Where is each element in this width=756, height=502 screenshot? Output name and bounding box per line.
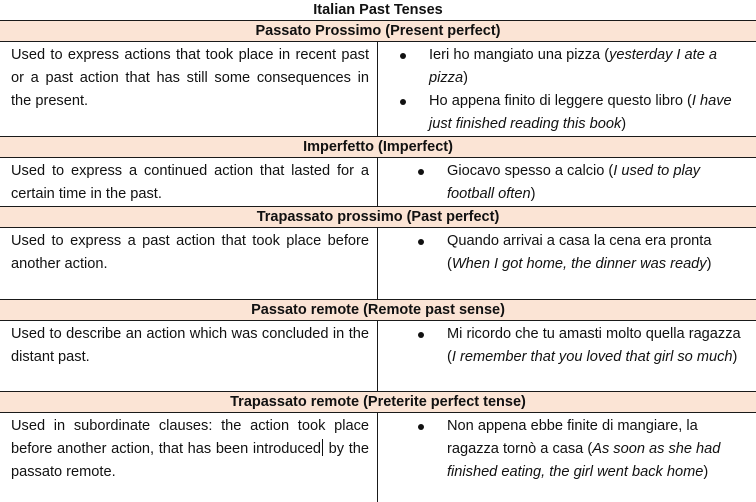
example-english: When I got home, the dinner was ready	[451, 256, 707, 272]
examples-list: Ieri ho mangiato una pizza (yesterday I …	[378, 44, 752, 136]
section-row-passato-remote: Used to describe an action which was con…	[0, 321, 756, 391]
example-english: As soon as she had finished eating, the …	[447, 441, 721, 480]
examples-list: Quando arrivai a casa la cena era pronta…	[378, 230, 752, 276]
example-close: )	[621, 116, 627, 132]
examples-cell: Quando arrivai a casa la cena era pronta…	[378, 228, 756, 299]
description-text-after-cursor: by the passato remote.	[11, 441, 369, 480]
example-english: I used to play football often	[447, 163, 701, 202]
example-item: Quando arrivai a casa la cena era pronta…	[378, 230, 752, 276]
bullet-icon	[418, 239, 424, 245]
bullet-icon	[418, 332, 424, 338]
description-cell[interactable]: Used in subordinate clauses: the action …	[0, 413, 377, 502]
example-item: Non appena ebbe finite di mangiare, la r…	[378, 415, 752, 484]
example-item: Mi ricordo che tu amasti molto quella ra…	[378, 323, 752, 369]
description-text-before-cursor: Used in subordinate clauses: the action …	[11, 418, 369, 457]
section-header-trapassato-prossimo: Trapassato prossimo (Past perfect)	[0, 206, 756, 228]
section-header-imperfetto: Imperfetto (Imperfect)	[0, 136, 756, 158]
column-divider	[377, 321, 378, 391]
example-english: yesterday I ate a pizza	[429, 47, 717, 86]
example-item: Ho appena finito di leggere questo libro…	[378, 90, 752, 136]
example-english: I remember that you loved that girl so m…	[451, 349, 733, 365]
examples-cell: Ieri ho mangiato una pizza (yesterday I …	[378, 42, 756, 136]
column-divider	[377, 228, 378, 299]
column-divider	[377, 42, 378, 136]
example-item: Giocavo spesso a calcio (I used to play …	[378, 160, 752, 206]
section-row-trapassato-prossimo: Used to express a past action that took …	[0, 228, 756, 299]
example-italian: Non appena ebbe finite di mangiare, la r…	[447, 418, 698, 457]
example-italian: Quando arrivai a casa la cena era pronta…	[447, 233, 712, 272]
examples-cell: Mi ricordo che tu amasti molto quella ra…	[378, 321, 756, 391]
section-row-passato-prossimo: Used to express actions that took place …	[0, 42, 756, 136]
example-close: )	[703, 464, 709, 480]
example-item: Ieri ho mangiato una pizza (yesterday I …	[378, 44, 752, 90]
examples-list: Giocavo spesso a calcio (I used to play …	[378, 160, 752, 206]
description-cell: Used to express a past action that took …	[11, 233, 369, 272]
example-close: )	[530, 186, 536, 202]
description-cell: Used to express a continued action that …	[11, 163, 369, 202]
section-row-imperfetto: Used to express a continued action that …	[0, 158, 756, 206]
column-divider	[377, 158, 378, 206]
example-close: )	[463, 70, 468, 86]
column-divider	[377, 413, 378, 502]
examples-list: Mi ricordo che tu amasti molto quella ra…	[378, 323, 752, 369]
example-english: I have just finished reading this book	[429, 93, 732, 132]
document-title: Italian Past Tenses	[313, 2, 443, 18]
description-cell: Used to express actions that took place …	[11, 47, 369, 109]
examples-cell: Non appena ebbe finite di mangiare, la r…	[378, 413, 756, 502]
examples-list: Non appena ebbe finite di mangiare, la r…	[378, 415, 752, 484]
example-italian: Mi ricordo che tu amasti molto quella ra…	[447, 326, 741, 365]
bullet-icon	[418, 169, 424, 175]
examples-cell: Giocavo spesso a calcio (I used to play …	[378, 158, 756, 206]
example-italian: Ho appena finito di leggere questo libro…	[429, 93, 692, 109]
description-cell: Used to describe an action which was con…	[11, 326, 369, 365]
text-cursor	[322, 439, 324, 456]
example-close: )	[732, 349, 738, 365]
bullet-icon	[400, 53, 406, 59]
section-header-passato-remote: Passato remote (Remote past sense)	[0, 299, 756, 321]
example-italian: Ieri ho mangiato una pizza (	[429, 47, 610, 63]
bullet-icon	[418, 424, 424, 430]
example-close: )	[706, 256, 712, 272]
example-italian: Giocavo spesso a calcio (	[447, 163, 614, 179]
section-row-trapassato-remote: Used in subordinate clauses: the action …	[0, 413, 756, 502]
section-header-passato-prossimo: Passato Prossimo (Present perfect)	[0, 20, 756, 42]
bullet-icon	[400, 99, 406, 105]
section-header-trapassato-remote: Trapassato remote (Preterite perfect ten…	[0, 391, 756, 413]
